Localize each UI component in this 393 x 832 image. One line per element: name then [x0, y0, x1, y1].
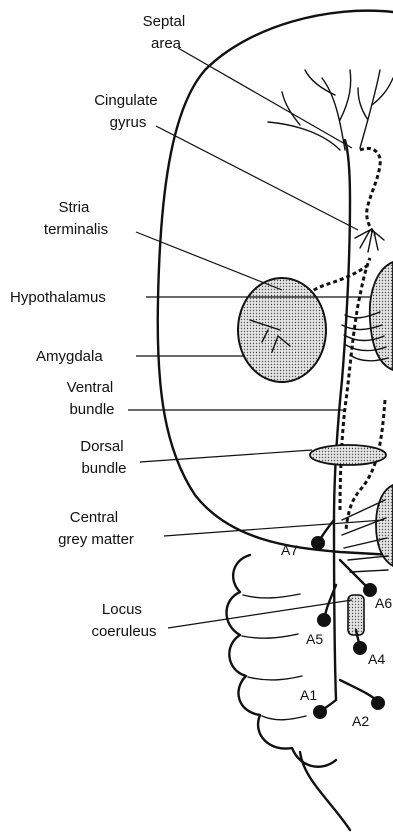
label-septal-area: Septal area [143, 13, 190, 52]
leader-dorsal-bundle [140, 450, 312, 462]
hypothalamus-region [370, 262, 393, 370]
label-nucleus-a1: A1 [300, 687, 317, 703]
label-nucleus-a7: A7 [281, 542, 298, 558]
label-locus-coeruleus: Locus coeruleus [91, 601, 156, 640]
label-stria-terminalis: Stria terminalis [44, 199, 108, 238]
label-ventral-bundle: Ventral bundle [67, 379, 118, 418]
label-cingulate-gyrus: Cingulate gyrus [94, 92, 162, 131]
leader-central-grey-matter [164, 520, 384, 536]
septal-dashed-path [360, 148, 380, 235]
label-amygdala: Amygdala [36, 348, 103, 365]
dorsal-bundle-crossing [310, 445, 386, 465]
label-nucleus-a2: A2 [352, 713, 369, 729]
label-nucleus-a5: A5 [306, 631, 323, 647]
amygdala-body [238, 278, 326, 382]
nucleus-a4-dot [353, 641, 367, 655]
leader-cingulate-gyrus [156, 126, 358, 230]
label-central-grey-matter: Central grey matter [58, 509, 134, 548]
label-nucleus-a4: A4 [368, 651, 385, 667]
ventral-bundle-path [340, 258, 370, 510]
cerebellum-outline [227, 555, 337, 767]
label-dorsal-bundle: Dorsal bundle [80, 438, 128, 477]
nucleus-a1-dot [313, 705, 327, 719]
brainstem-inner-fold [242, 594, 306, 720]
cingulate-terminal-spray [355, 230, 384, 252]
nucleus-a7-dot [311, 536, 325, 550]
nucleus-a2-dot [371, 696, 385, 710]
label-nucleus-a6: A6 [375, 595, 392, 611]
leader-septal-area [178, 48, 352, 148]
label-hypothalamus: Hypothalamus [10, 289, 106, 306]
nucleus-a5-dot [317, 613, 331, 627]
